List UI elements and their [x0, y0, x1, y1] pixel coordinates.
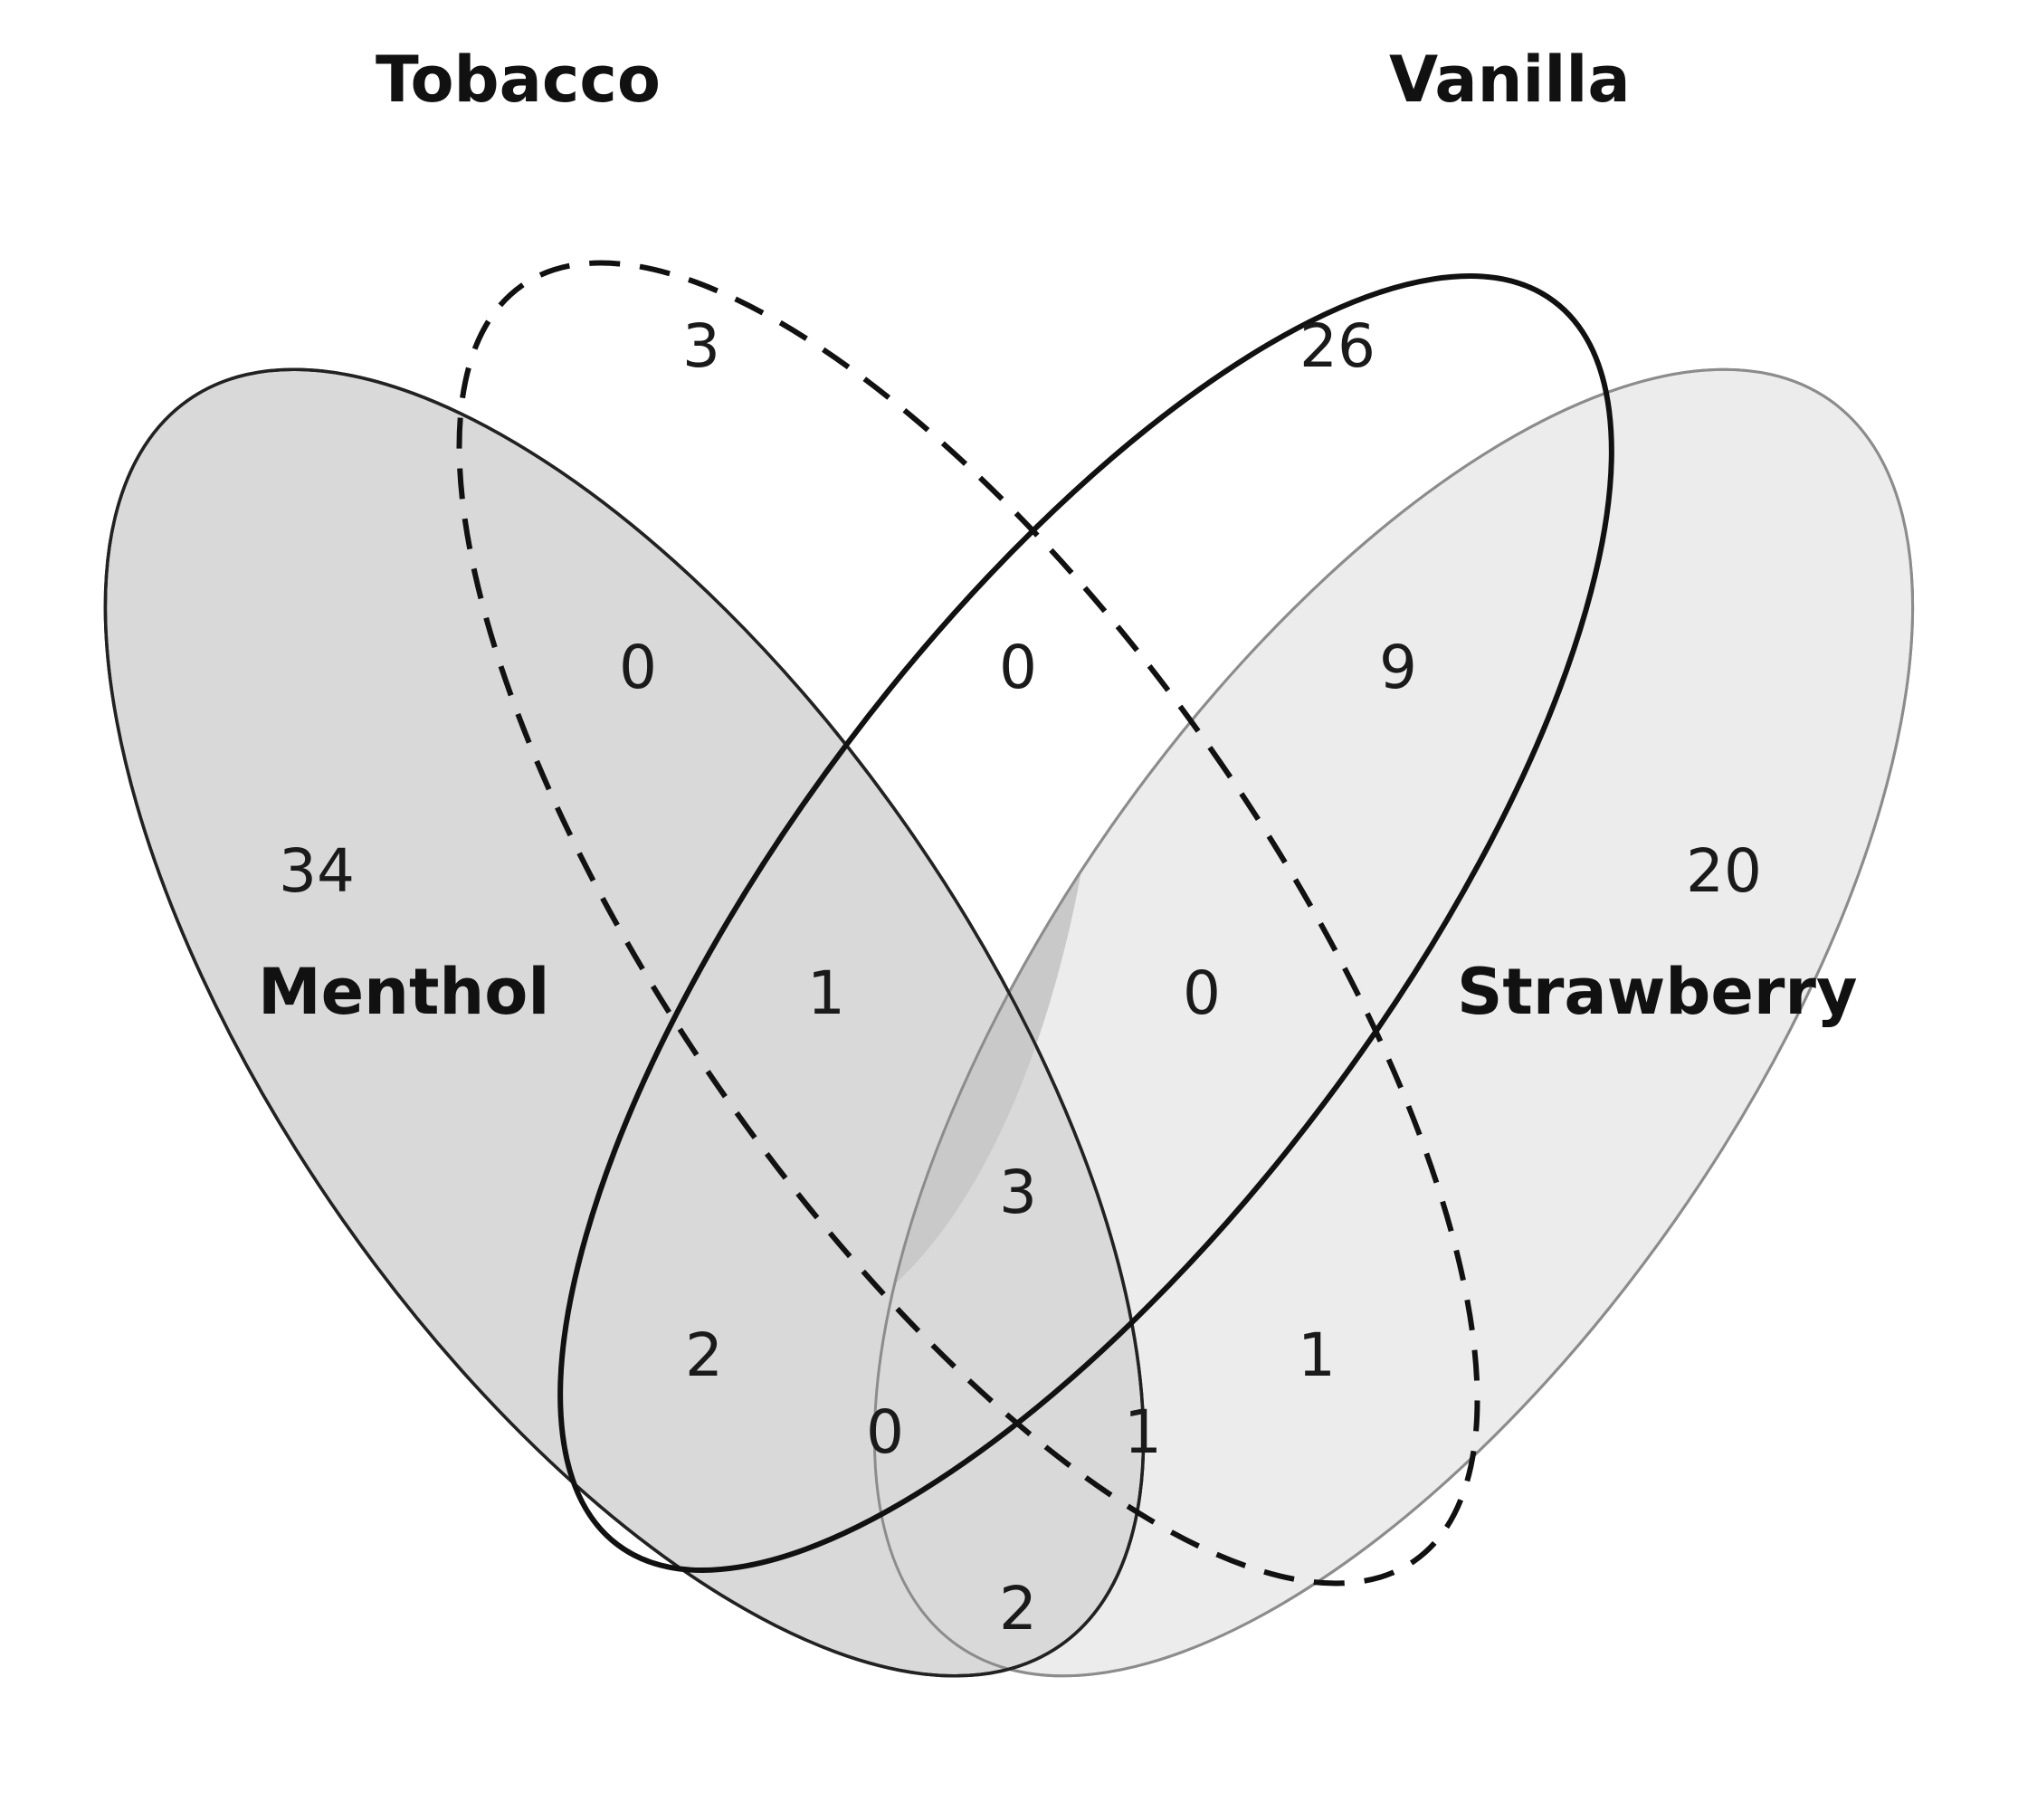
- count-vanilla-strawberry: 9: [1379, 633, 1417, 702]
- count-menthol-tobacco-vanilla: 1: [807, 958, 845, 1028]
- count-tobacco-only: 3: [682, 311, 720, 381]
- count-tobacco-vanilla: 0: [999, 633, 1037, 702]
- vanilla-label: Vanilla: [1389, 43, 1631, 117]
- count-all-four: 3: [999, 1158, 1037, 1227]
- count-menthol-only: 34: [279, 836, 355, 906]
- strawberry-label: Strawberry: [1457, 955, 1858, 1029]
- menthol-outline: [103, 367, 1146, 1678]
- strawberry-outline: [872, 367, 1915, 1678]
- tobacco-label: Tobacco: [376, 43, 661, 117]
- count-strawberry-only: 20: [1686, 836, 1762, 906]
- count-menthol-vanilla-strawberry: 0: [866, 1397, 904, 1467]
- menthol-label: Menthol: [258, 955, 549, 1029]
- count-vanilla-only: 26: [1299, 311, 1375, 381]
- tobacco-set: [456, 260, 1480, 1587]
- count-tobacco-vanilla-strawberry: 0: [1183, 958, 1221, 1028]
- count-menthol-strawberry: 2: [999, 1574, 1037, 1644]
- count-tobacco-strawberry: 1: [1298, 1320, 1336, 1390]
- vanilla-set: [557, 273, 1614, 1573]
- count-menthol-vanilla: 2: [685, 1320, 723, 1390]
- count-menthol-tobacco: 0: [619, 633, 657, 702]
- count-menthol-tobacco-strawberry: 1: [1124, 1397, 1162, 1467]
